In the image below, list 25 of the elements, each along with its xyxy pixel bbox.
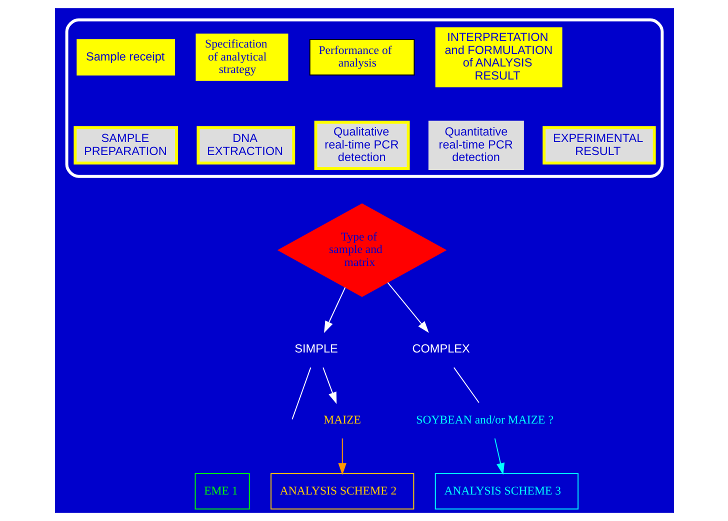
node-box: EXPERIMENTAL RESULT — [542, 126, 656, 165]
node-box: Quantitative real-time PCR detection — [428, 120, 524, 170]
node-box: Sample receipt — [76, 39, 175, 76]
node-diamond: Type of sample and matrix — [276, 203, 446, 297]
node-box: Qualitative real-time PCR detection — [314, 120, 410, 170]
arrow — [322, 367, 336, 404]
connector — [291, 367, 311, 420]
arrow — [494, 438, 504, 475]
node-box: INTERPRETATION and FORMULATION of ANALYSIS RESULT — [434, 27, 562, 88]
node-box: ANALYSIS SCHEME 3 — [434, 473, 578, 510]
node-box: SAMPLE PREPARATION — [73, 126, 178, 165]
node-text: COMPLEX — [412, 342, 470, 356]
cluster — [64, 18, 664, 178]
node-text: MAIZE — [323, 412, 361, 426]
node-box: Performance of analysis — [308, 39, 414, 76]
arrow — [386, 282, 428, 333]
arrow — [338, 438, 346, 475]
node-text: SOYBEAN and/or MAIZE ? — [416, 412, 553, 426]
node-box: ANALYSIS SCHEME 2 — [270, 473, 414, 510]
node-box: Specification of analytical strategy — [195, 34, 288, 81]
node-text: SIMPLE — [294, 342, 338, 356]
node-box: DNA EXTRACTION — [196, 126, 295, 165]
connector — [452, 367, 479, 404]
arrow — [324, 286, 346, 333]
node-box: EME 1 — [194, 473, 250, 510]
